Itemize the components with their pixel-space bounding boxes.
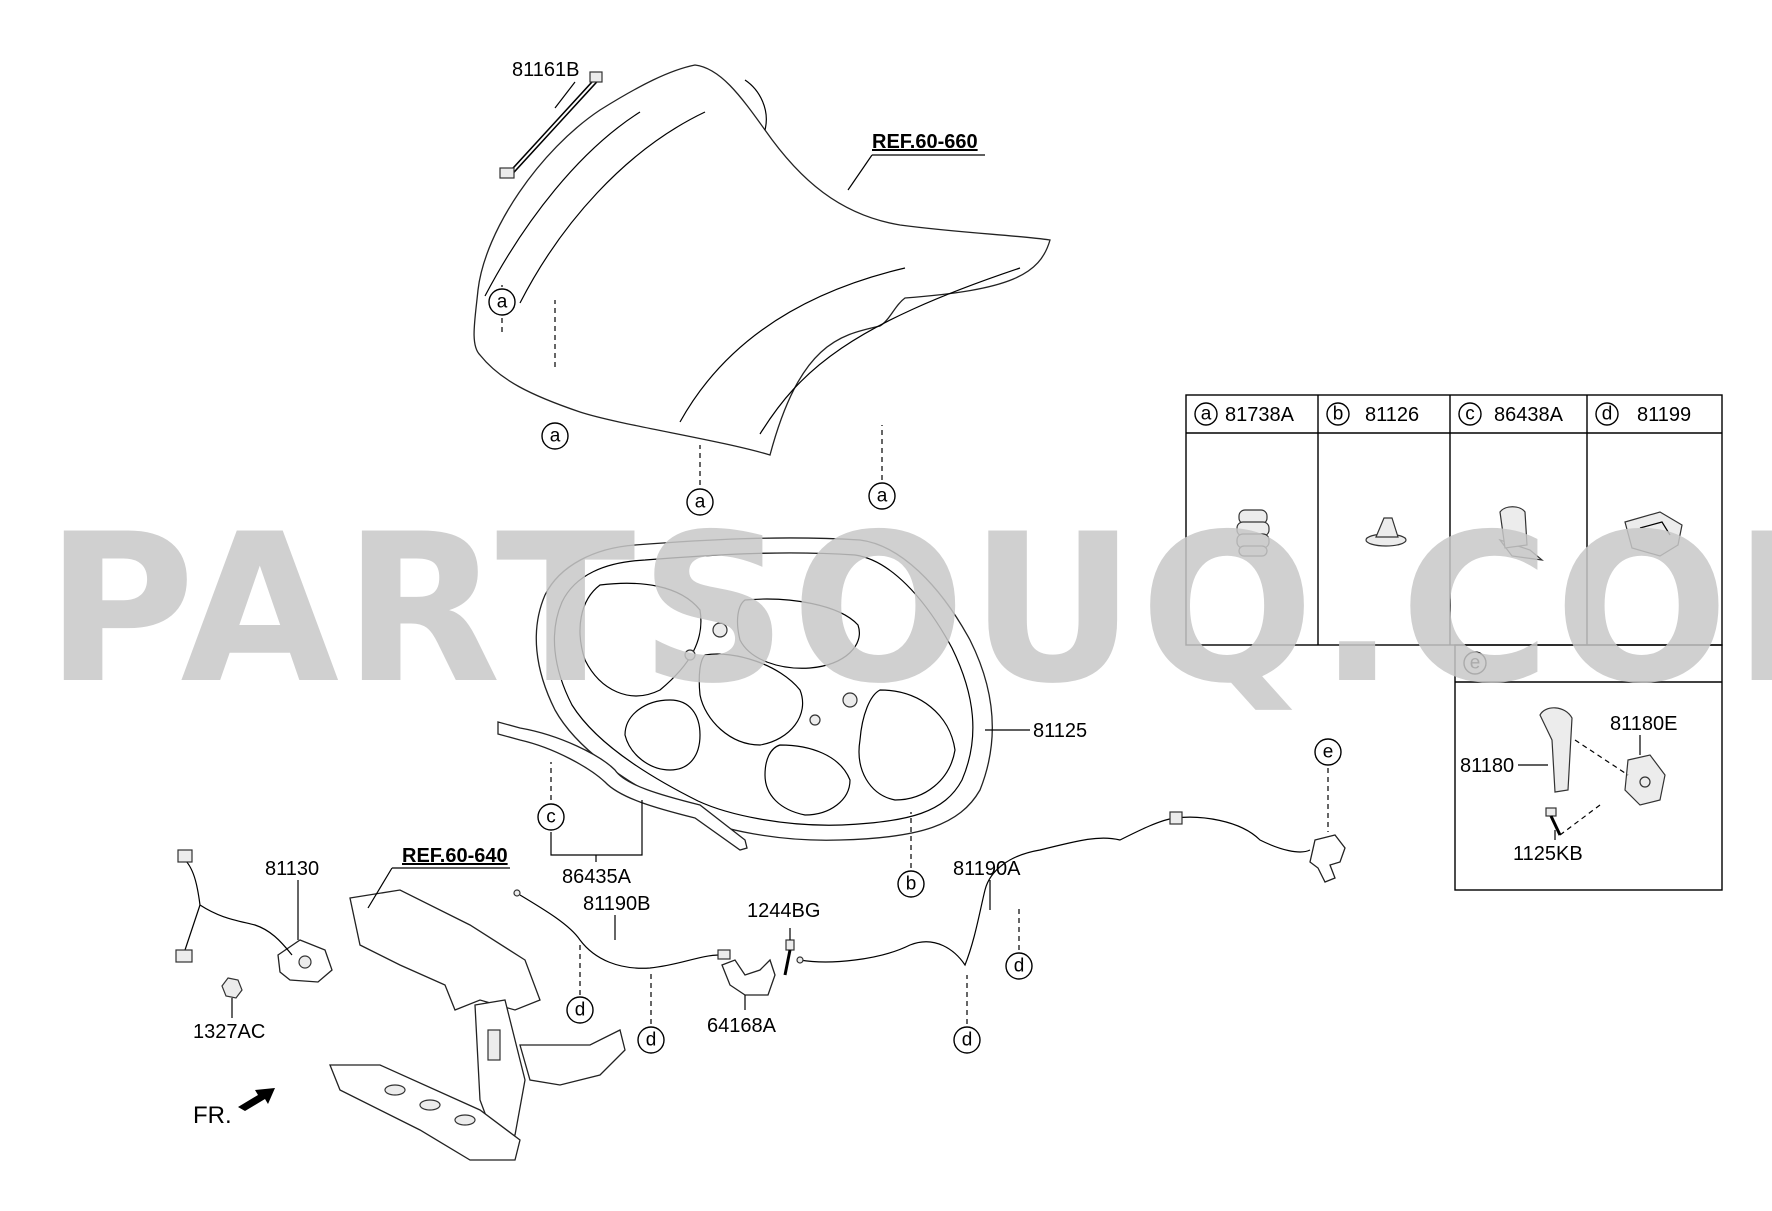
- callout-a-2: a: [541, 300, 569, 450]
- front-end-module-carrier[interactable]: [329, 889, 626, 1161]
- callout-c: c: [537, 762, 565, 831]
- label-81130: 81130: [265, 858, 319, 880]
- legend-detail-label-81180E: 81180E: [1610, 713, 1677, 735]
- svg-text:e: e: [1470, 653, 1481, 674]
- hood-seal-strip[interactable]: [497, 721, 748, 851]
- svg-text:a: a: [877, 486, 888, 507]
- push-clip-81126-icon: [1365, 517, 1407, 547]
- legend-detail-e-box: [1454, 644, 1723, 891]
- ref-hood-leader: [847, 154, 873, 191]
- watermark: PARTSOUQ.COM: [45, 491, 1772, 729]
- hood-lift-strut[interactable]: [499, 71, 603, 179]
- clip-86438A-icon: [1498, 506, 1544, 561]
- callout-d-4: d: [953, 975, 981, 1054]
- callout-a-4: a: [868, 425, 896, 510]
- label-1327AC: 1327AC: [193, 1021, 265, 1043]
- hood-latch[interactable]: [175, 849, 333, 983]
- label-81190B: 81190B: [583, 893, 650, 915]
- callout-d-1: d: [566, 945, 594, 1024]
- legend-detail-e[interactable]: e 81180E 81180 1125KB: [1460, 651, 1677, 865]
- ref-hood-label[interactable]: REF.60-660: [872, 131, 978, 153]
- bracket-86435A: [550, 800, 643, 856]
- callout-d-3: d: [1005, 905, 1033, 980]
- svg-text:d: d: [1602, 404, 1613, 425]
- legend-detail-label-1125KB: 1125KB: [1513, 843, 1583, 865]
- svg-text:b: b: [1333, 404, 1344, 425]
- svg-text:d: d: [962, 1030, 973, 1051]
- callout-a-1: a: [488, 285, 516, 332]
- release-cable-81190A[interactable]: [796, 811, 1311, 967]
- ref-front-panel-leader: [367, 867, 393, 909]
- legend-cell-d[interactable]: d 81199: [1595, 402, 1691, 557]
- label-81125: 81125: [1033, 720, 1087, 742]
- leader-81161B: [554, 81, 576, 109]
- legend-part-c: 86438A: [1494, 404, 1564, 426]
- label-81161B: 81161B: [512, 59, 579, 81]
- svg-text:a: a: [497, 292, 508, 313]
- svg-text:d: d: [1014, 956, 1025, 977]
- ref-front-panel-label[interactable]: REF.60-640: [402, 845, 508, 867]
- bolt-1125KB-icon: [1545, 807, 1562, 836]
- svg-text:b: b: [906, 874, 917, 895]
- svg-text:e: e: [1323, 742, 1334, 763]
- hood-panel[interactable]: [473, 64, 1051, 456]
- release-housing-81180E-icon: [1624, 754, 1666, 806]
- release-cable-81190B[interactable]: [513, 889, 731, 969]
- svg-text:c: c: [546, 807, 556, 828]
- legend-table: a 81738A b 81126 c 86438A: [1185, 394, 1723, 891]
- front-direction-arrow-icon: [238, 1088, 275, 1111]
- label-1244BG: 1244BG: [747, 900, 820, 922]
- label-81190A: 81190A: [953, 858, 1021, 880]
- label-64168A: 64168A: [707, 1015, 777, 1037]
- legend-part-b: 81126: [1365, 404, 1419, 426]
- hood-release-handle[interactable]: [1309, 834, 1346, 883]
- legend-cell-a[interactable]: a 81738A: [1194, 402, 1295, 557]
- callout-d-2: d: [637, 970, 665, 1054]
- svg-text:a: a: [1201, 404, 1212, 425]
- svg-text:d: d: [575, 1000, 586, 1021]
- svg-text:a: a: [695, 492, 706, 513]
- label-86435A: 86435A: [562, 866, 632, 888]
- legend-detail-label-81180: 81180: [1460, 755, 1514, 777]
- legend-part-a: 81738A: [1225, 404, 1295, 426]
- svg-text:c: c: [1465, 404, 1475, 425]
- bumper-81738A-icon: [1236, 509, 1270, 557]
- nut-1327AC[interactable]: [221, 977, 243, 999]
- bolt-1244BG[interactable]: [783, 939, 795, 976]
- legend-cell-b[interactable]: b 81126: [1326, 402, 1419, 547]
- callout-a-3: a: [686, 445, 714, 516]
- legend-cell-c[interactable]: c 86438A: [1458, 402, 1564, 561]
- svg-text:a: a: [550, 426, 561, 447]
- front-direction-label: FR.: [193, 1102, 232, 1129]
- callout-b: b: [897, 812, 925, 898]
- hood-insulator-pad[interactable]: [535, 537, 993, 841]
- cable-bracket-64168A[interactable]: [721, 958, 776, 996]
- callout-e: e: [1314, 738, 1342, 832]
- svg-text:d: d: [646, 1030, 657, 1051]
- cable-clip-81199-icon: [1624, 511, 1683, 557]
- legend-part-d: 81199: [1637, 404, 1691, 426]
- release-lever-81180-icon: [1539, 707, 1573, 793]
